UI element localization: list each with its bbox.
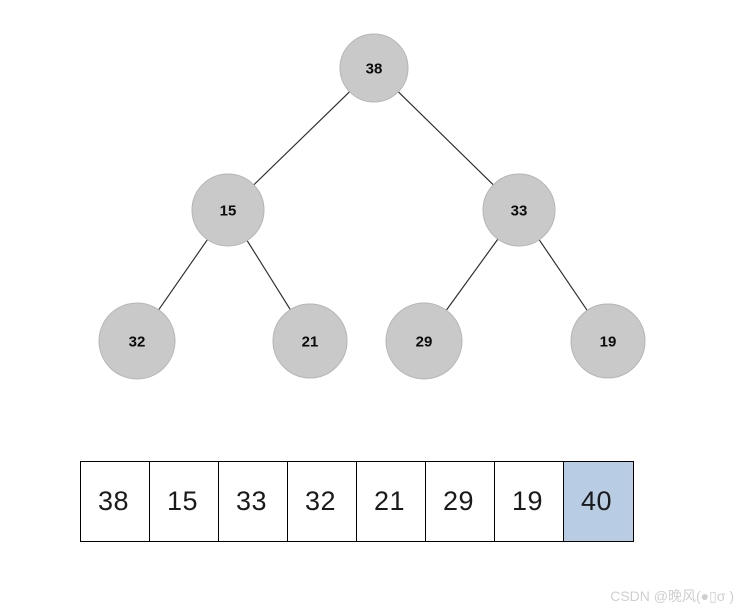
tree-node-label: 19	[600, 334, 617, 351]
tree-node[interactable]: 38	[339, 33, 409, 103]
tree-node-label: 15	[220, 203, 237, 220]
tree-edge	[538, 239, 588, 311]
array-cell[interactable]: 21	[357, 462, 426, 541]
tree-node[interactable]: 33	[482, 173, 556, 247]
tree-edge	[445, 238, 499, 311]
tree-node[interactable]: 29	[385, 302, 463, 380]
tree-edge	[246, 240, 291, 310]
tree-node[interactable]: 19	[570, 303, 646, 379]
tree-node[interactable]: 32	[98, 302, 176, 380]
tree-edge	[253, 91, 351, 186]
array-cell[interactable]: 19	[495, 462, 564, 541]
tree-node-circle	[191, 173, 265, 247]
watermark-text: CSDN @晚风(●▯σ )	[610, 588, 734, 604]
array-cell[interactable]: 32	[288, 462, 357, 541]
array-cell[interactable]: 29	[426, 462, 495, 541]
tree-node-label: 32	[129, 334, 146, 351]
tree-node-circle	[272, 303, 348, 379]
array-cell[interactable]: 38	[81, 462, 150, 541]
tree-node-label: 21	[302, 334, 319, 351]
tree-node-circle	[385, 302, 463, 380]
tree-node-layer: 38 15 33 32 21 29 19	[98, 33, 646, 380]
tree-node-label: 29	[416, 334, 433, 351]
binary-tree-graphic: 38 15 33 32 21 29 19	[98, 33, 646, 380]
tree-node[interactable]: 21	[272, 303, 348, 379]
tree-node-label: 38	[366, 61, 383, 78]
tree-edge	[397, 91, 494, 186]
tree-edge	[158, 239, 208, 311]
array-cell[interactable]: 15	[150, 462, 219, 541]
tree-node-label: 33	[511, 203, 528, 220]
tree-node-circle	[98, 302, 176, 380]
array-cell[interactable]: 33	[219, 462, 288, 541]
tree-node-circle	[482, 173, 556, 247]
tree-edge-layer	[158, 91, 588, 311]
tree-node-circle	[570, 303, 646, 379]
tree-node-circle	[339, 33, 409, 103]
array-cell-highlighted[interactable]: 40	[564, 462, 633, 541]
tree-node[interactable]: 15	[191, 173, 265, 247]
